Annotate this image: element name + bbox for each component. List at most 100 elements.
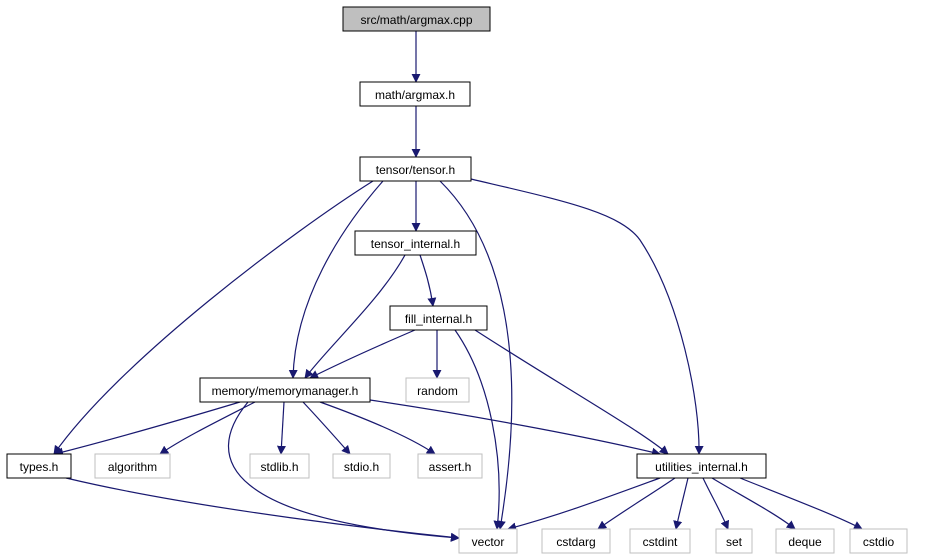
edge-arrow [474,329,669,455]
edges [53,31,863,542]
node-box [775,528,835,554]
edge-arrow [65,477,460,542]
node-label: types.h [20,460,59,474]
nodes: src/math/argmax.cpp math/argmax.h tensor/t… [6,6,908,554]
node-box [541,528,611,554]
node-label: fill_internal.h [405,312,472,326]
node-label: tensor/tensor.h [376,163,455,177]
node-label: algorithm [108,460,157,474]
node-label: deque [788,535,822,549]
node-label: stdlib.h [260,460,298,474]
edge-memorymanager-h-to-types-h [54,401,241,457]
edge-fill-internal-h-to-utilities-internal-h [474,329,669,455]
node-utilities-internal-h[interactable]: utilities_internal.h [636,453,767,479]
edge-utilities-internal-h-to-cstdio [739,477,863,530]
node-box [405,377,470,403]
node-set: set [715,528,753,554]
node-label: assert.h [429,460,472,474]
edge-tensor-h-to-utilities-internal-h [470,178,704,455]
edge-arrow [369,399,661,457]
edge-arrow [54,401,241,457]
node-memorymanager-h[interactable]: memory/memorymanager.h [199,377,371,403]
edge-utilities-internal-h-to-vector [507,477,661,532]
edge-fill-internal-h-to-vector [454,329,503,530]
node-stdlib-h: stdlib.h [249,453,310,479]
node-cstdarg: cstdarg [541,528,611,554]
node-label: cstdio [863,535,895,549]
node-cstdio: cstdio [849,528,908,554]
node-algorithm: algorithm [94,453,171,479]
node-deque: deque [775,528,835,554]
node-box [354,230,477,256]
edge-tensor-h-to-vector [439,180,513,530]
node-box [249,453,310,479]
node-cstdint: cstdint [629,528,691,554]
edge-tensor-internal-h-to-memorymanager-h [304,254,406,379]
edge-tensor-h-to-memorymanager-h [288,180,384,379]
node-random: random [405,377,470,403]
node-label: tensor_internal.h [371,237,460,251]
node-label: math/argmax.h [375,88,455,102]
edge-arrow [702,477,730,530]
node-box [389,305,488,331]
node-box [359,156,472,182]
node-box [417,453,483,479]
node-argmax-cpp[interactable]: src/math/argmax.cpp [342,6,491,32]
node-box [458,528,518,554]
node-tensor-h[interactable]: tensor/tensor.h [359,156,472,182]
node-box [94,453,171,479]
node-box [849,528,908,554]
edge-arrow [304,254,406,379]
edge-arrow [507,477,661,532]
edge-arrow [419,254,437,307]
node-label: memory/memorymanager.h [212,384,359,398]
edge-arrow [470,178,704,455]
node-label: cstdint [643,535,678,549]
edge-arrow [739,477,863,530]
edge-memorymanager-h-to-utilities-internal-h [369,399,661,457]
node-box [715,528,753,554]
node-assert-h: assert.h [417,453,483,479]
edge-arrow [597,477,676,530]
edge-arrow [309,329,416,379]
edge-types-h-to-vector [65,477,460,542]
edge-arrow [439,180,513,530]
edge-utilities-internal-h-to-cstdint [673,477,689,530]
edge-arrow [711,477,796,530]
edge-arrow [302,401,351,455]
node-box [332,453,391,479]
node-box [199,377,371,403]
edge-arrow [276,401,286,455]
edge-utilities-internal-h-to-cstdarg [597,477,676,530]
node-box [636,453,767,479]
edge-arrow [454,329,503,530]
edge-memorymanager-h-to-algorithm [159,401,256,455]
node-box [6,453,72,479]
node-box [359,81,471,107]
edge-arrow [673,477,689,530]
node-label: vector [472,535,505,549]
edge-tensor-h-to-types-h [53,180,374,455]
edge-arrow [53,180,374,455]
edge-arrow [319,401,436,455]
edge-memorymanager-h-to-stdlib-h [276,401,286,455]
node-vector: vector [458,528,518,554]
node-fill-internal-h[interactable]: fill_internal.h [389,305,488,331]
node-argmax-h[interactable]: math/argmax.h [359,81,471,107]
edge-fill-internal-h-to-memorymanager-h [309,329,416,379]
edge-memorymanager-h-to-assert-h [319,401,436,455]
node-label: set [726,535,743,549]
edge-arrow [159,401,256,455]
node-stdio-h: stdio.h [332,453,391,479]
node-label: src/math/argmax.cpp [360,13,472,27]
node-tensor-internal-h[interactable]: tensor_internal.h [354,230,477,256]
edge-utilities-internal-h-to-set [702,477,730,530]
node-box [629,528,691,554]
edge-arrow [288,180,384,379]
node-label: stdio.h [344,460,379,474]
node-box [342,6,491,32]
node-label: utilities_internal.h [655,460,748,474]
edge-memorymanager-h-to-stdio-h [302,401,351,455]
node-types-h[interactable]: types.h [6,453,72,479]
